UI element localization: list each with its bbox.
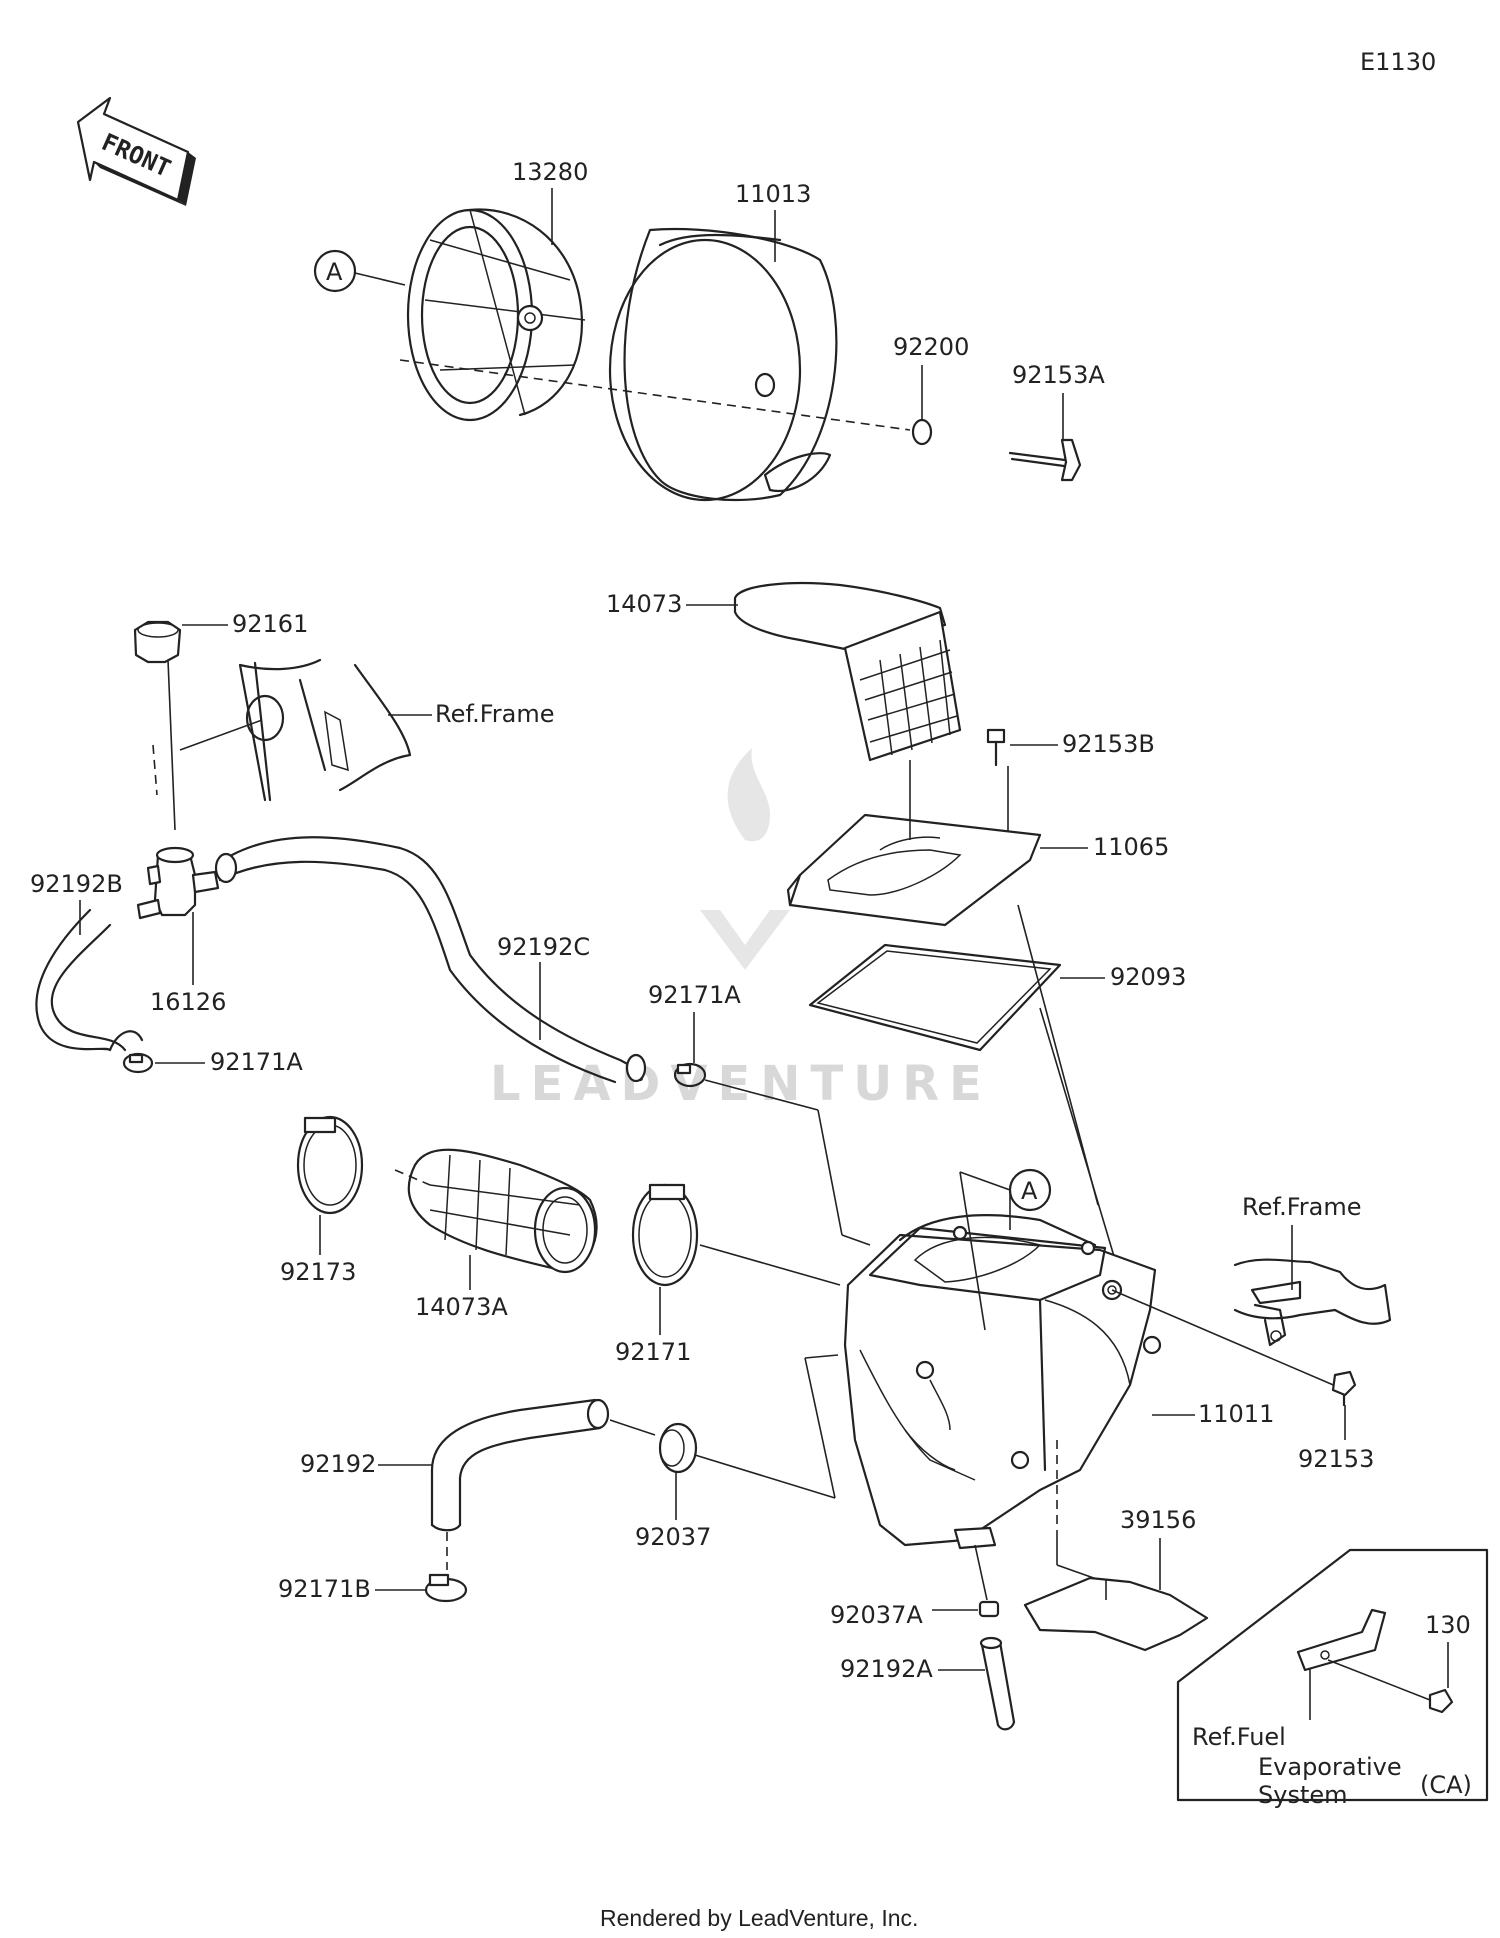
label-92037A: 92037A	[830, 1601, 923, 1629]
hose-92192	[430, 1398, 610, 1532]
hose-92192A	[979, 1636, 1016, 1731]
intake-tube-14073A	[407, 1148, 598, 1274]
label-evaporative: Evaporative	[1258, 1753, 1402, 1781]
label-92153B: 92153B	[1062, 730, 1155, 758]
gasket-92093	[808, 943, 1062, 1052]
label-92171A-left: 92171A	[210, 1048, 303, 1076]
label-14073A: 14073A	[415, 1293, 508, 1321]
clamp-92173	[296, 1115, 364, 1215]
label-92192A: 92192A	[840, 1655, 933, 1683]
label-92153A: 92153A	[1012, 361, 1105, 389]
label-92192C: 92192C	[497, 933, 590, 961]
clamp-92037A	[978, 1600, 1000, 1618]
clamp-92171	[631, 1183, 699, 1287]
label-92171B: 92171B	[278, 1575, 371, 1603]
ref-a-circle-top	[313, 249, 357, 293]
ca-inset	[1176, 1548, 1489, 1802]
label-ref-frame-left: Ref.Frame	[435, 700, 554, 728]
frame-ref-right	[1233, 1258, 1392, 1347]
diagram-code: E1130	[1360, 48, 1436, 76]
guard-39156	[1023, 1576, 1209, 1652]
hose-92192B	[35, 908, 144, 1052]
front-arrow: FRONT	[76, 96, 196, 206]
label-92192: 92192	[300, 1450, 376, 1478]
label-92200: 92200	[893, 333, 969, 361]
label-92171A-mid: 92171A	[648, 981, 741, 1009]
label-92173: 92173	[280, 1258, 356, 1286]
label-ca: (CA)	[1420, 1771, 1472, 1799]
bolt-92153	[1331, 1370, 1357, 1407]
clamp-92171A-mid	[673, 1062, 707, 1088]
valve-16126	[136, 846, 220, 920]
label-130: 130	[1425, 1611, 1471, 1639]
frame-ref-left	[238, 658, 412, 802]
hose-92192C	[214, 836, 647, 1084]
watermark: LEADVENTURE	[490, 748, 992, 1112]
wing-bolt-92153A	[1008, 438, 1082, 482]
label-16126: 16126	[150, 988, 226, 1016]
plate-11065	[786, 813, 1042, 927]
cap-92161	[133, 620, 182, 664]
footer-credit: Rendered by LeadVenture, Inc.	[600, 1905, 918, 1931]
watermark-text: LEADVENTURE	[490, 1056, 992, 1112]
clamp-92171A-left	[122, 1052, 154, 1074]
label-11011: 11011	[1198, 1400, 1274, 1428]
clamp-92037	[658, 1422, 698, 1474]
label-13280: 13280	[512, 158, 588, 186]
label-39156: 39156	[1120, 1506, 1196, 1534]
label-92093: 92093	[1110, 963, 1186, 991]
label-ref-frame-right: Ref.Frame	[1242, 1193, 1361, 1221]
label-a-box: A	[1021, 1177, 1038, 1205]
label-92037: 92037	[635, 1523, 711, 1551]
label-11065: 11065	[1093, 833, 1169, 861]
intake-duct-14073	[733, 582, 962, 762]
air-filter-11013	[608, 227, 838, 502]
label-92192B: 92192B	[30, 870, 123, 898]
label-system: System	[1258, 1781, 1348, 1809]
clamp-92171B	[424, 1573, 468, 1603]
label-92153: 92153	[1298, 1445, 1374, 1473]
label-92171: 92171	[615, 1338, 691, 1366]
label-11013: 11013	[735, 180, 811, 208]
label-14073: 14073	[606, 590, 682, 618]
label-ref-fuel: Ref.Fuel	[1192, 1723, 1286, 1751]
air-box-11011	[843, 1214, 1162, 1550]
label-a-top: A	[326, 258, 343, 286]
axis-line-top	[399, 359, 911, 431]
label-92161: 92161	[232, 610, 308, 638]
screw-92153B	[986, 728, 1006, 767]
washer-92200	[911, 418, 933, 446]
filter-cage-13280	[406, 208, 586, 422]
